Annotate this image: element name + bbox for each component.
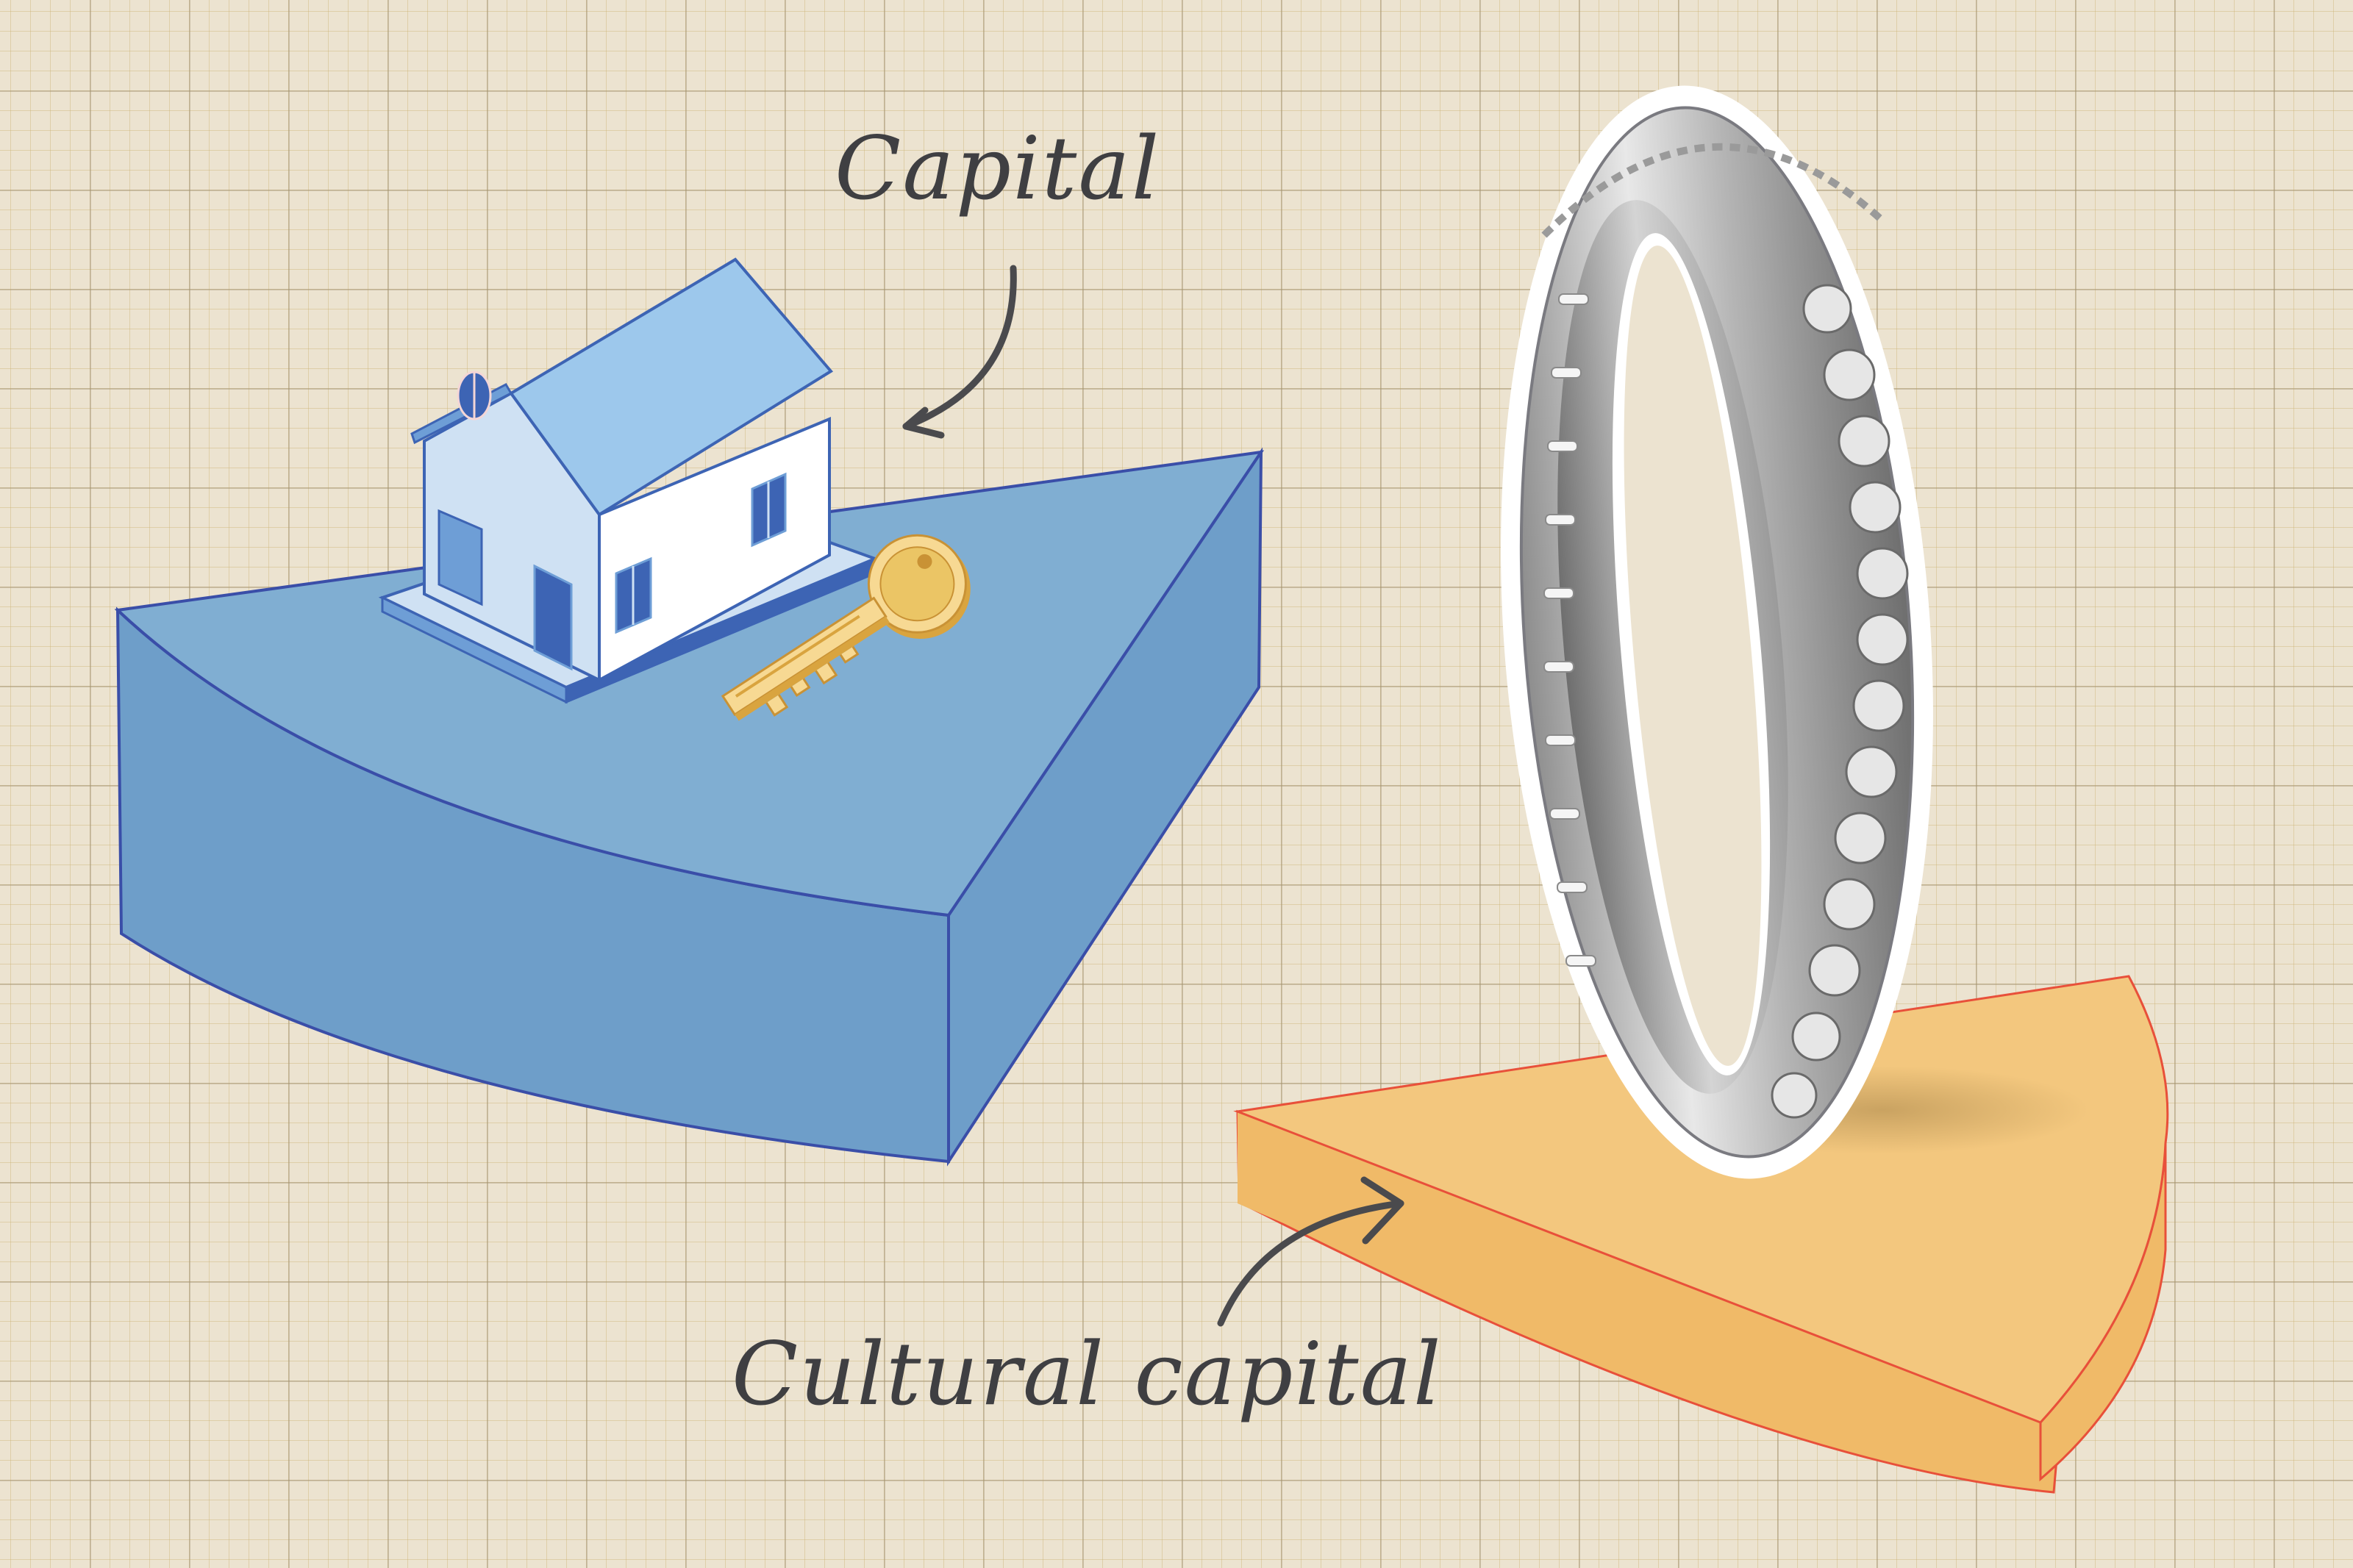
arrow-to-wedge-icon — [1217, 1176, 1404, 1327]
key-icon — [721, 534, 971, 721]
blue-pie-wedge-icon — [114, 447, 1265, 1167]
capital-label: Capital — [835, 118, 1161, 219]
cultural-capital-label: Cultural capital — [732, 1323, 1443, 1425]
arrow-to-house-icon — [902, 265, 1017, 439]
house-icon — [378, 257, 879, 704]
diamond-ring-icon — [1501, 85, 1933, 1179]
